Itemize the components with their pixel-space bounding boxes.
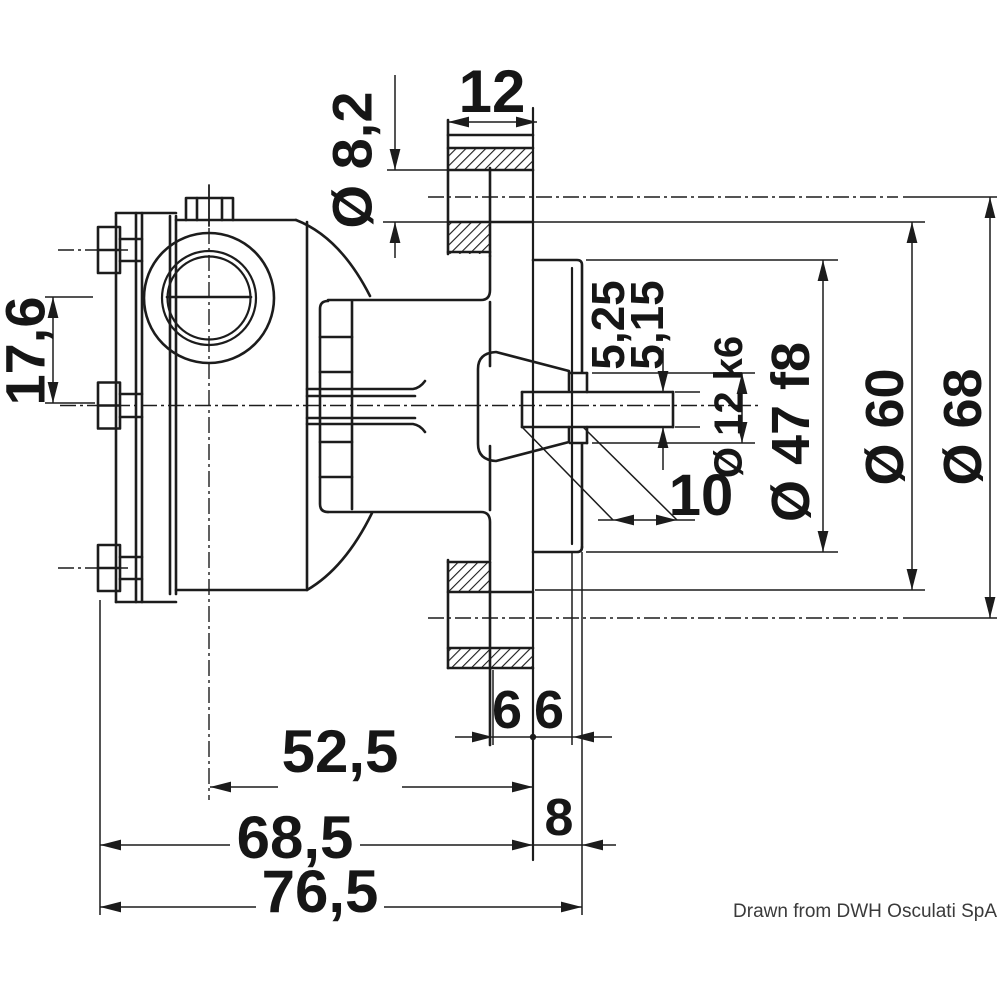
mounting-flange bbox=[446, 106, 584, 862]
dim-keyway-top-label: 5,25 bbox=[582, 280, 634, 370]
pump-casing bbox=[174, 184, 492, 592]
dimension-labels: 12 Ø 8,2 17,6 5,25 5,15 Ø 12 k6 10 Ø 47 … bbox=[0, 58, 993, 925]
dim-overall-length-label: 76,5 bbox=[262, 858, 379, 925]
dim-keyway-length-label: 10 bbox=[669, 463, 734, 528]
dim-spigot-depth-label: 8 bbox=[545, 789, 574, 847]
dim-flange-width-label: 12 bbox=[459, 58, 526, 125]
dim-flange-dia-label: Ø 68 bbox=[933, 368, 993, 485]
flange-section-hatching bbox=[448, 148, 533, 668]
dim-port-offset-label: 17,6 bbox=[0, 297, 57, 406]
credit-text: Drawn from DWH Osculati SpA bbox=[733, 901, 997, 922]
dim-shaft-dia-label: Ø 12 k6 bbox=[707, 336, 751, 478]
shaft-and-hub bbox=[476, 350, 675, 463]
cover-plate-and-bolts bbox=[96, 211, 178, 604]
dim-spigot-dia-label: Ø 47 f8 bbox=[761, 342, 821, 522]
dimension-arrowheads bbox=[47, 116, 996, 913]
dim-center-to-flange-label: 52,5 bbox=[282, 718, 399, 785]
port-boss-circles bbox=[142, 231, 276, 365]
dim-web-rear-label: 6 bbox=[534, 680, 564, 740]
dim-bolt-hole-label: Ø 8,2 bbox=[321, 92, 384, 229]
dim-recess-dia-label: Ø 60 bbox=[855, 368, 915, 485]
dim-body-to-flange-label: 68,5 bbox=[237, 804, 354, 871]
dim-keyway-bottom-label: 5,15 bbox=[621, 280, 673, 370]
dim-web-front-label: 6 bbox=[492, 680, 522, 740]
dimension-lines bbox=[45, 75, 997, 915]
